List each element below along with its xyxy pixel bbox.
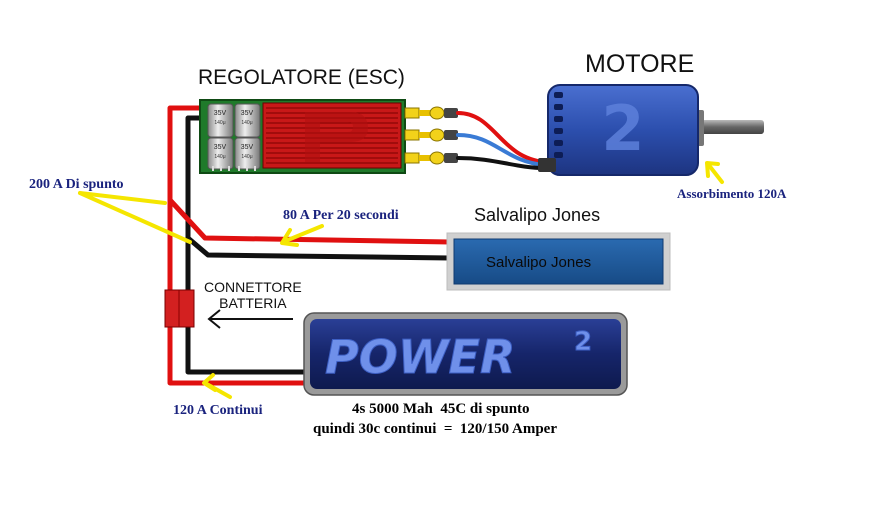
burst-current-label: 200 A Di spunto [29, 177, 124, 192]
receiver-black-wire [186, 236, 451, 261]
svg-text:35V: 35V [214, 110, 227, 117]
annotation-arrows [78, 161, 724, 399]
esc-title: REGOLATORE (ESC) [198, 66, 405, 89]
continuous-current-label: 120 A Continui [173, 403, 263, 418]
svg-text:2: 2 [574, 327, 592, 357]
battery-pack: POWER 2 [303, 312, 628, 396]
battery-red-wire [167, 105, 310, 386]
battery-connector [164, 289, 195, 328]
svg-text:35V: 35V [214, 144, 227, 151]
battery-spec-line2: quindi 30c continui = 120/150 Amper [313, 421, 557, 437]
receiver-title: Salvalipo Jones [474, 205, 601, 225]
esc-output-connectors [404, 106, 458, 165]
battery-brand-logo: POWER [325, 330, 515, 384]
receiver-current-label: 80 A Per 20 secondi [283, 208, 399, 223]
connector-arrow [207, 309, 293, 329]
receiver-box-label: Salvalipo Jones [486, 254, 592, 271]
battery-black-wire [185, 115, 310, 375]
svg-text:140μ: 140μ [241, 154, 252, 160]
esc-board: 35V 35V 35V 35V 140μ 140μ 140μ 140μ [199, 99, 406, 174]
motor-badge: 2 [601, 92, 644, 165]
receiver-box [446, 232, 671, 291]
svg-text:140μ: 140μ [241, 120, 252, 126]
svg-text:35V: 35V [241, 144, 254, 151]
motor: 2 [538, 84, 764, 176]
receiver-red-wire [168, 198, 451, 245]
motor-title: MOTORE [585, 50, 695, 78]
motor-current-label: Assorbimento 120A [677, 186, 787, 201]
esc-capacitors: 35V 35V 35V 35V 140μ 140μ 140μ 140μ [207, 103, 261, 170]
esc-heatsink [262, 102, 402, 169]
battery-spec-line1: 4s 5000 Mah 45C di spunto [352, 401, 530, 417]
svg-text:140μ: 140μ [214, 154, 225, 160]
motor-phase-wires [456, 111, 547, 170]
connector-label: CONNETTORE BATTERIA [204, 279, 302, 311]
svg-text:140μ: 140μ [214, 120, 225, 126]
svg-text:35V: 35V [241, 110, 254, 117]
